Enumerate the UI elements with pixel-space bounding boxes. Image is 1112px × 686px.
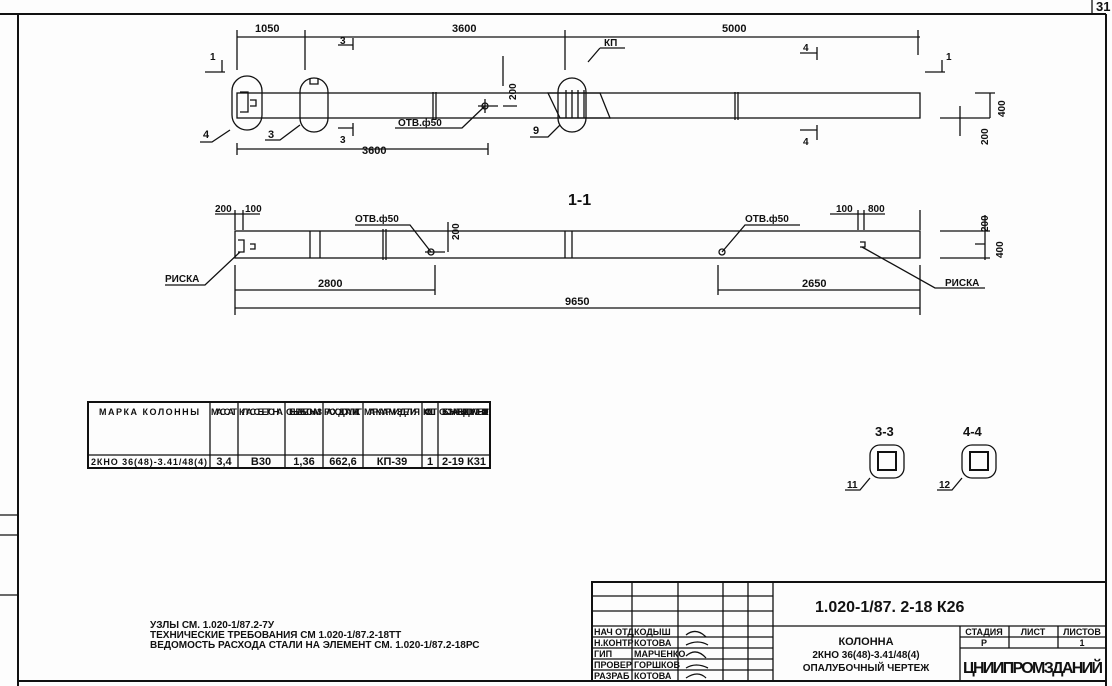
cell-kol: 1 bbox=[427, 456, 433, 468]
section-mark-4-top: 4 bbox=[803, 43, 809, 54]
dim-100-right: 100 bbox=[836, 204, 853, 215]
cell-obem: 1,36 bbox=[293, 456, 314, 468]
section-4-4-title: 4-4 bbox=[963, 424, 983, 439]
sheet-header: ЛИСТ bbox=[1021, 627, 1046, 637]
dim-3600-bottom: 3600 bbox=[362, 145, 386, 157]
note-1: УЗЛЫ СМ. 1.020-1/87.2-7У bbox=[150, 620, 275, 631]
header-rashod: РАСХОД СТАЛИ КГ bbox=[324, 407, 362, 417]
cell-klass: В30 bbox=[251, 456, 271, 468]
cell-marka: 2КНО 36(48)-3.41/48(4) bbox=[91, 457, 207, 467]
dim-100-left: 100 bbox=[245, 204, 262, 215]
section-mark-1-left: 1 bbox=[210, 52, 216, 63]
node-9-capsule bbox=[557, 77, 587, 133]
notes: УЗЛЫ СМ. 1.020-1/87.2-7У ТЕХНИЧЕСКИЕ ТРЕ… bbox=[150, 620, 480, 651]
name-gorshkov: ГОРШКОВ bbox=[634, 660, 681, 670]
sheet-number: 31 bbox=[1096, 0, 1110, 14]
section-4-4-view bbox=[937, 444, 997, 491]
title-block bbox=[591, 581, 1107, 682]
signatures bbox=[685, 630, 709, 679]
cell-massa: 3,4 bbox=[216, 456, 232, 468]
note-3: ВЕДОМОСТЬ РАСХОДА СТАЛИ НА ЭЛЕМЕНТ СМ. 1… bbox=[150, 640, 480, 651]
hole-label: ОТВ.ф50 bbox=[398, 117, 442, 129]
dim-200-section-right: 200 bbox=[980, 215, 991, 232]
note-2: ТЕХНИЧЕСКИЕ ТРЕБОВАНИЯ СМ 1.020-1/87.2-1… bbox=[150, 630, 401, 641]
cell-marka-arm: КП-39 bbox=[377, 456, 408, 468]
header-kol: КОЛ ШТ bbox=[423, 407, 438, 417]
kp-label: КП bbox=[604, 38, 617, 49]
name-marchenko: МАРЧЕНКО bbox=[634, 649, 685, 659]
doc-code: 1.020-1/87. 2-18 К26 bbox=[815, 599, 965, 616]
sheets-header: ЛИСТОВ bbox=[1063, 627, 1101, 637]
header-klass: КЛАСС БЕТОНА bbox=[239, 407, 284, 417]
dim-800-right: 800 bbox=[868, 204, 885, 215]
header-obem: ОБЪЕМ БЕТОНА М3 bbox=[286, 407, 322, 417]
dim-400-right: 400 bbox=[997, 100, 1008, 117]
callout-12: 12 bbox=[939, 480, 951, 491]
risk-label-left: РИСКА bbox=[165, 274, 199, 285]
callout-3: 3 bbox=[268, 129, 274, 141]
stage-value: Р bbox=[981, 638, 987, 648]
dim-9650: 9650 bbox=[565, 296, 589, 308]
role-razrab: РАЗРАБ bbox=[594, 671, 630, 681]
header-oboznachenie: ОБОЗНАЧЕНИЕ ДОКУМЕНТА 1.020-1/87 bbox=[439, 407, 489, 417]
dim-200-right: 200 bbox=[980, 128, 991, 145]
dim-200-left: 200 bbox=[215, 204, 232, 215]
dim-1050: 1050 bbox=[255, 23, 279, 35]
section-mark-4-bottom: 4 bbox=[803, 137, 809, 148]
name-kotova-2: КОТОВА bbox=[634, 671, 672, 681]
dim-3600: 3600 bbox=[452, 23, 476, 35]
hole-label-right: ОТВ.ф50 bbox=[745, 213, 789, 225]
plan-view bbox=[200, 30, 995, 155]
dim-5000: 5000 bbox=[722, 23, 746, 35]
title-line-3: ОПАЛУБОЧНЫЙ ЧЕРТЕЖ bbox=[803, 661, 931, 674]
role-gip: ГИП bbox=[594, 649, 612, 659]
table-row: 2КНО 36(48)-3.41/48(4) 3,4 В30 1,36 662,… bbox=[91, 456, 486, 468]
role-prover: ПРОВЕР bbox=[594, 660, 632, 670]
title-line-2: 2КНО 36(48)-3.41/48(4) bbox=[812, 650, 919, 661]
name-kotova: КОТОВА bbox=[634, 638, 672, 648]
title-line-1: КОЛОННА bbox=[838, 636, 893, 648]
stage-header: СТАДИЯ bbox=[965, 627, 1002, 637]
title-block-roles: НАЧ ОТД КОДЫШ Н.КОНТР КОТОВА ГИП МАРЧЕНК… bbox=[594, 627, 685, 681]
section-mark-1-right: 1 bbox=[946, 52, 952, 63]
dim-200-section: 200 bbox=[451, 223, 462, 240]
dim-2800: 2800 bbox=[318, 278, 342, 290]
callout-4: 4 bbox=[203, 129, 210, 141]
section-3-3-view bbox=[845, 444, 905, 491]
name-kodysh: КОДЫШ bbox=[634, 627, 671, 637]
callout-11: 11 bbox=[847, 480, 858, 491]
dim-200: 200 bbox=[508, 83, 519, 100]
node-3-capsule bbox=[299, 77, 329, 133]
spec-table-header: МАРКА КОЛОННЫ МАССА Т КЛАСС БЕТОНА ОБЪЕМ… bbox=[99, 407, 489, 417]
section-3-3-title: 3-3 bbox=[875, 424, 894, 439]
sheets-value: 1 bbox=[1079, 638, 1084, 648]
section-1-1-title: 1-1 bbox=[568, 192, 591, 209]
role-nach-otd: НАЧ ОТД bbox=[594, 627, 634, 637]
header-marka-arm: МАРКА АРМ ИЗДЕЛИЯ bbox=[364, 407, 420, 417]
section-mark-3-top: 3 bbox=[340, 36, 346, 47]
role-n-kontr: Н.КОНТР bbox=[594, 638, 634, 648]
header-marka: МАРКА КОЛОННЫ bbox=[99, 407, 199, 417]
section-mark-3-bottom: 3 bbox=[340, 135, 346, 146]
risk-label-right: РИСКА bbox=[945, 278, 979, 289]
cell-oboznachenie: 2-19 К31 bbox=[442, 456, 486, 468]
header-massa: МАССА Т bbox=[211, 407, 238, 417]
cell-rashod: 662,6 bbox=[329, 456, 357, 468]
dim-400-section-right: 400 bbox=[995, 241, 1006, 258]
dim-2650: 2650 bbox=[802, 278, 826, 290]
callout-9: 9 bbox=[533, 125, 539, 137]
hole-label-left: ОТВ.ф50 bbox=[355, 213, 399, 225]
spec-table bbox=[87, 401, 491, 469]
node-4-capsule bbox=[231, 75, 263, 131]
organization-name: ЦНИИПРОМЗДАНИЙ bbox=[963, 658, 1103, 677]
section-1-1-view bbox=[165, 210, 990, 315]
